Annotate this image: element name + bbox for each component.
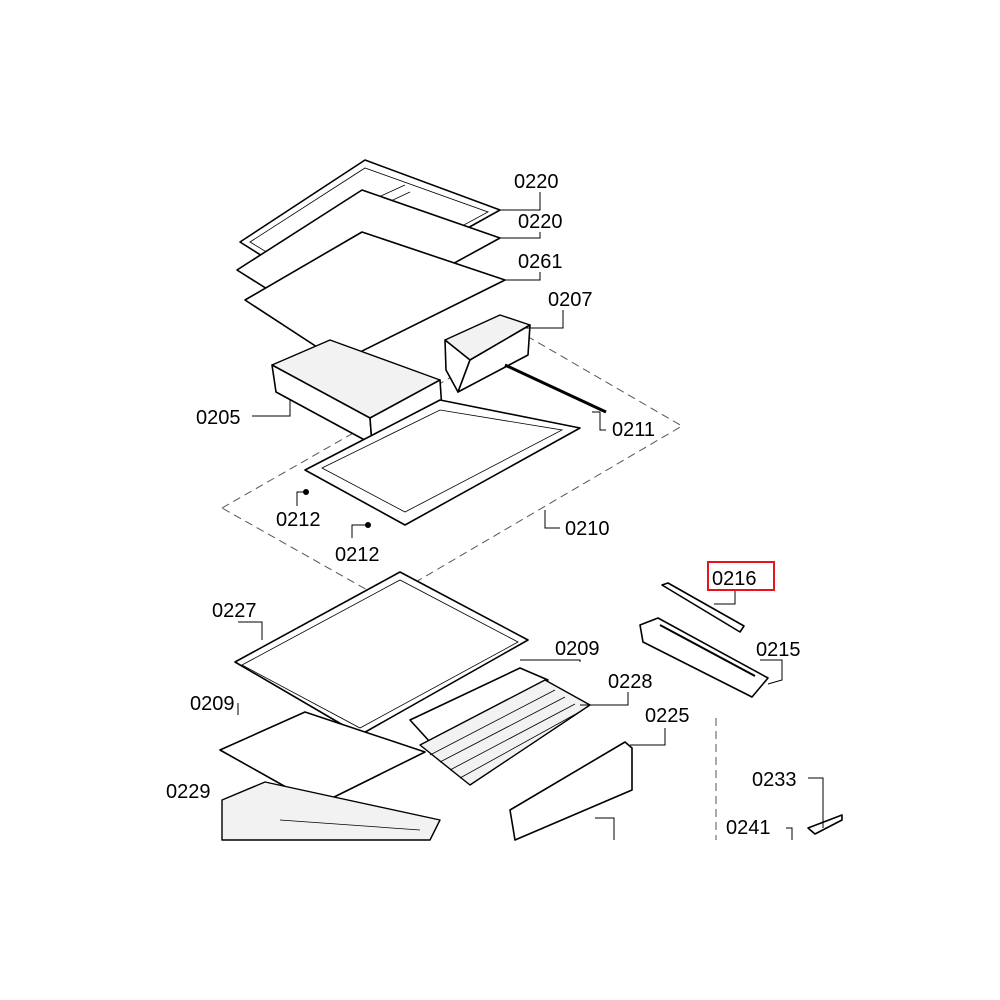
label-0228[interactable]: 0228	[608, 671, 653, 693]
label-0229[interactable]: 0229	[166, 781, 211, 803]
label-0216[interactable]: 0216	[712, 568, 757, 590]
label-0233[interactable]: 0233	[752, 769, 797, 791]
label-0205[interactable]: 0205	[196, 407, 241, 429]
label-0210[interactable]: 0210	[565, 518, 610, 540]
shelf-0209-right[interactable]	[409, 667, 549, 743]
assembly-outline	[220, 334, 683, 601]
label-0207[interactable]: 0207	[548, 289, 593, 311]
label-0209-right[interactable]: 0209	[555, 638, 600, 660]
part-0233[interactable]	[807, 814, 843, 835]
leader-lines	[221, 192, 824, 840]
rail-0216[interactable]	[661, 582, 745, 633]
shelf-0227[interactable]	[234, 571, 529, 742]
rail-holder-0215[interactable]	[639, 617, 769, 698]
label-0215[interactable]: 0215	[756, 639, 801, 661]
label-0212-a[interactable]: 0212	[276, 509, 321, 531]
crisper-0229[interactable]	[221, 781, 441, 841]
drawer-0205[interactable]	[271, 339, 443, 445]
label-0211[interactable]: 0211	[612, 419, 655, 441]
label-0261[interactable]: 0261	[518, 251, 563, 273]
drawer-0207[interactable]	[444, 314, 531, 393]
label-0212-b[interactable]: 0212	[335, 544, 380, 566]
frame-0210[interactable]	[304, 399, 581, 526]
label-0220-second[interactable]: 0220	[518, 211, 563, 233]
crisper-0225[interactable]	[509, 741, 633, 841]
label-0220-top[interactable]: 0220	[514, 171, 559, 193]
label-0225[interactable]: 0225	[645, 705, 690, 727]
highlight-box-0216	[707, 561, 775, 591]
rail-0211[interactable]	[504, 363, 607, 414]
label-0209-left[interactable]: 0209	[190, 693, 235, 715]
label-0241[interactable]: 0241	[726, 817, 771, 839]
label-0227[interactable]: 0227	[212, 600, 257, 622]
